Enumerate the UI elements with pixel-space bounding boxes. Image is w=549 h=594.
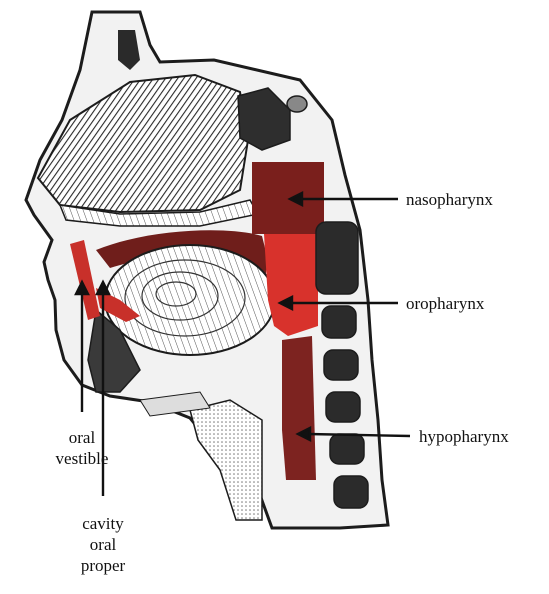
larynx (190, 400, 262, 520)
label-oropharynx: oropharynx (406, 293, 484, 314)
label-oral-cavity-line2: oral (81, 534, 125, 555)
label-oral-vestibule-line1: oral (56, 427, 109, 448)
label-hypopharynx: hypopharynx (419, 426, 509, 447)
label-oral-cavity-line1: cavity (81, 513, 125, 534)
hypopharynx-region (282, 336, 316, 480)
tongue (105, 245, 275, 355)
label-nasopharynx: nasopharynx (406, 189, 493, 210)
label-oral-cavity-line3: proper (81, 555, 125, 576)
label-oral-vestibule: oral vestible (56, 427, 109, 469)
label-oral-vestibule-line2: vestible (56, 448, 109, 469)
label-oral-cavity-proper: cavity oral proper (81, 513, 125, 576)
